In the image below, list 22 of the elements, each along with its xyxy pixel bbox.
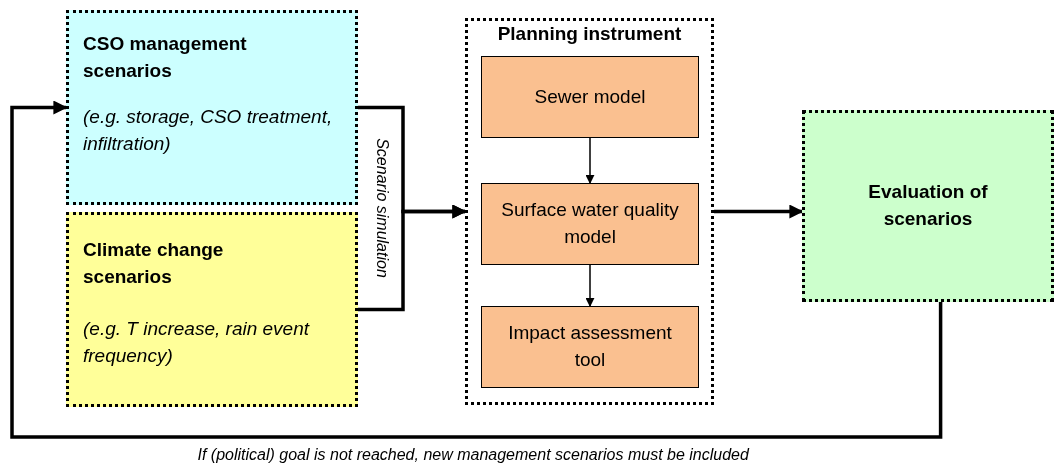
- evaluation-box: [802, 110, 1054, 302]
- box-label: Evaluation of scenarios: [867, 180, 989, 231]
- scenario-box: [66, 212, 358, 407]
- model-box: [481, 56, 699, 138]
- edge-label: If (political) goal is not reached, new management scenarios must be included: [197, 446, 749, 464]
- box-label: Sewer model: [533, 84, 647, 109]
- example-text: (e.g. storage, CSO treatment, infiltration): [83, 105, 333, 156]
- arrow: [358, 204, 467, 312]
- box-heading: CSO management scenarios: [83, 32, 248, 83]
- group-heading: Planning instrument: [496, 22, 683, 46]
- box-label: Impact assessment tool: [507, 321, 673, 372]
- arrow: [585, 137, 595, 184]
- arrow: [714, 204, 804, 219]
- model-box: [481, 183, 699, 265]
- instrument-group-box: [465, 18, 714, 405]
- example-text: (e.g. T increase, rain event frequency): [83, 317, 311, 368]
- box-label: Surface water quality model: [500, 198, 680, 249]
- feedback-arrow: [10, 100, 943, 439]
- box-heading: Climate change scenarios: [83, 238, 225, 289]
- arrow: [585, 264, 595, 307]
- scenario-box: [66, 10, 358, 205]
- tool-box: [481, 306, 699, 388]
